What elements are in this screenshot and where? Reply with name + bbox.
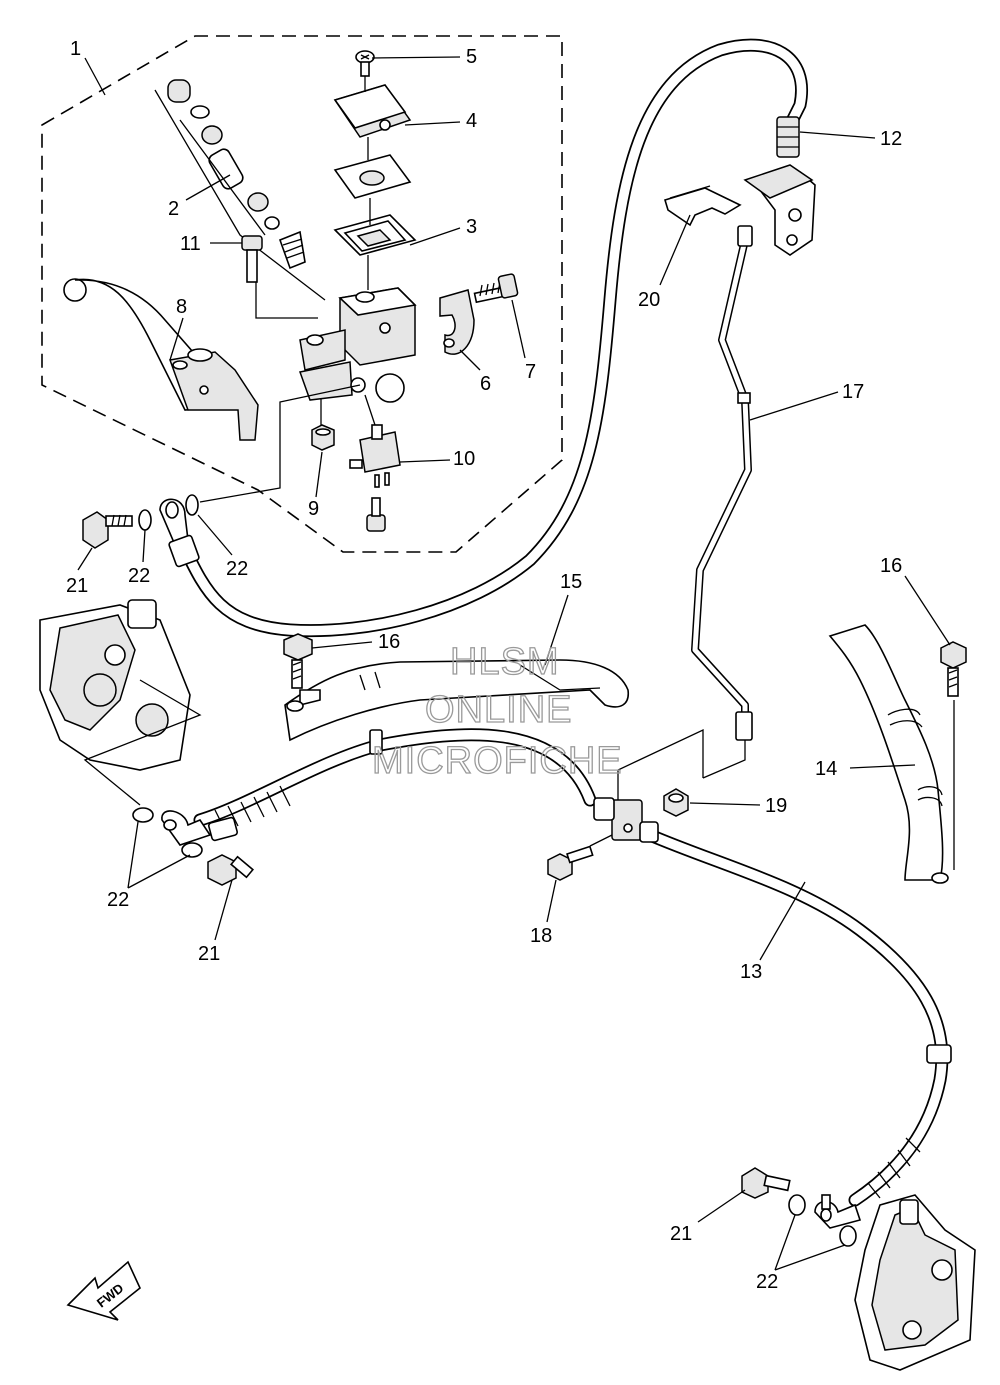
leader-14 bbox=[849, 764, 916, 769]
callout-10: 10 bbox=[453, 448, 475, 470]
callout-6: 6 bbox=[480, 373, 491, 395]
callout-19: 19 bbox=[765, 795, 787, 817]
nut-9 bbox=[311, 398, 335, 451]
callout-22a: 22 bbox=[128, 565, 150, 587]
union-bolt-21-upper bbox=[82, 384, 361, 568]
diaphragm-plate bbox=[333, 154, 412, 199]
front-caliper-left bbox=[39, 599, 202, 806]
leader-10 bbox=[399, 459, 451, 463]
leader-9 bbox=[315, 451, 323, 498]
leader-2 bbox=[185, 174, 231, 201]
brake-lever-8 bbox=[63, 278, 259, 441]
hose-guide-15 bbox=[284, 659, 630, 742]
callout-9: 9 bbox=[308, 498, 319, 520]
brake-hose-13 bbox=[193, 728, 952, 1207]
fwd-arrow-icon: FWD bbox=[66, 1260, 141, 1321]
brake-hose-joint bbox=[593, 797, 659, 843]
watermark-line-3: MICROFICHE bbox=[372, 740, 623, 782]
leader-16b bbox=[904, 575, 951, 646]
callout-15: 15 bbox=[560, 571, 582, 593]
leader-17 bbox=[749, 391, 839, 421]
leader-16a bbox=[311, 641, 373, 649]
callout-2: 2 bbox=[168, 198, 179, 220]
leader-5 bbox=[371, 56, 461, 59]
hose-bracket bbox=[743, 164, 816, 256]
handlebar-clamp-6 bbox=[439, 289, 475, 355]
joint-bolt-18 bbox=[547, 834, 613, 881]
reservoir-cap-4 bbox=[333, 84, 412, 138]
callout-20: 20 bbox=[638, 289, 660, 311]
hose-guard-14 bbox=[828, 624, 949, 884]
hose-fitting-12 bbox=[776, 116, 800, 158]
watermark-line-1: HLSM bbox=[450, 641, 560, 683]
callout-7: 7 bbox=[525, 361, 536, 383]
callout-16b: 16 bbox=[880, 555, 902, 577]
leader-12 bbox=[799, 131, 876, 139]
leader-13 bbox=[759, 881, 806, 961]
union-bolt-21-lower bbox=[132, 807, 255, 886]
guide-bolt-16-mid bbox=[283, 633, 313, 712]
leader-1 bbox=[84, 57, 106, 96]
piston-kit-2 bbox=[154, 79, 326, 301]
callout-13: 13 bbox=[740, 961, 762, 983]
leader-6 bbox=[459, 349, 481, 371]
callout-21c: 21 bbox=[670, 1223, 692, 1245]
leader-7 bbox=[511, 299, 526, 359]
callout-17: 17 bbox=[842, 381, 864, 403]
callout-22b: 22 bbox=[226, 558, 248, 580]
callout-14: 14 bbox=[815, 758, 837, 780]
leader-22d bbox=[774, 1214, 846, 1271]
callout-16a: 16 bbox=[378, 631, 400, 653]
watermark: HLSM ONLINE MICROFICHE bbox=[371, 640, 623, 782]
nut-19 bbox=[663, 788, 689, 817]
brake-hose-17 bbox=[176, 38, 808, 638]
leader-21b bbox=[214, 879, 233, 941]
callout-21b: 21 bbox=[198, 943, 220, 965]
leader-22c bbox=[127, 821, 191, 889]
callout-22c: 22 bbox=[107, 889, 129, 911]
leader-18 bbox=[546, 879, 557, 923]
leader-21a bbox=[77, 547, 93, 571]
callout-22d: 22 bbox=[756, 1271, 778, 1293]
callout-11: 11 bbox=[180, 233, 201, 255]
callout-8: 8 bbox=[176, 296, 187, 318]
guard-bolt-16-right bbox=[940, 641, 967, 870]
leader-3 bbox=[409, 227, 461, 246]
callout-12: 12 bbox=[880, 128, 902, 150]
leader-8 bbox=[169, 317, 184, 361]
master-cylinder-body bbox=[299, 287, 417, 403]
reservoir-diaphragm-3 bbox=[333, 214, 417, 256]
leader-20 bbox=[659, 214, 691, 286]
brake-pipe-17 bbox=[691, 225, 753, 741]
leader-19 bbox=[689, 802, 761, 806]
watermark-line-2: ONLINE bbox=[425, 689, 572, 731]
lever-bolt-11 bbox=[241, 235, 318, 319]
callout-21a: 21 bbox=[66, 575, 88, 597]
screw-5 bbox=[355, 50, 375, 77]
leader-22a bbox=[142, 529, 146, 563]
callout-5: 5 bbox=[466, 46, 477, 68]
leader-22b bbox=[197, 514, 233, 556]
leader-4 bbox=[404, 121, 461, 126]
callout-4: 4 bbox=[466, 110, 477, 132]
front-caliper-right bbox=[854, 1194, 976, 1371]
union-bolt-21-right bbox=[741, 1167, 862, 1247]
leader-15 bbox=[544, 594, 569, 666]
master-cylinder-assembly-boundary bbox=[41, 35, 563, 553]
pipe-clip-20 bbox=[664, 185, 742, 227]
brake-switch-10 bbox=[349, 394, 401, 532]
clamp-bolt-7 bbox=[473, 273, 519, 304]
callout-18: 18 bbox=[530, 925, 552, 947]
callout-3: 3 bbox=[466, 216, 477, 238]
callout-1: 1 bbox=[70, 38, 81, 60]
leader-21c bbox=[697, 1189, 746, 1223]
